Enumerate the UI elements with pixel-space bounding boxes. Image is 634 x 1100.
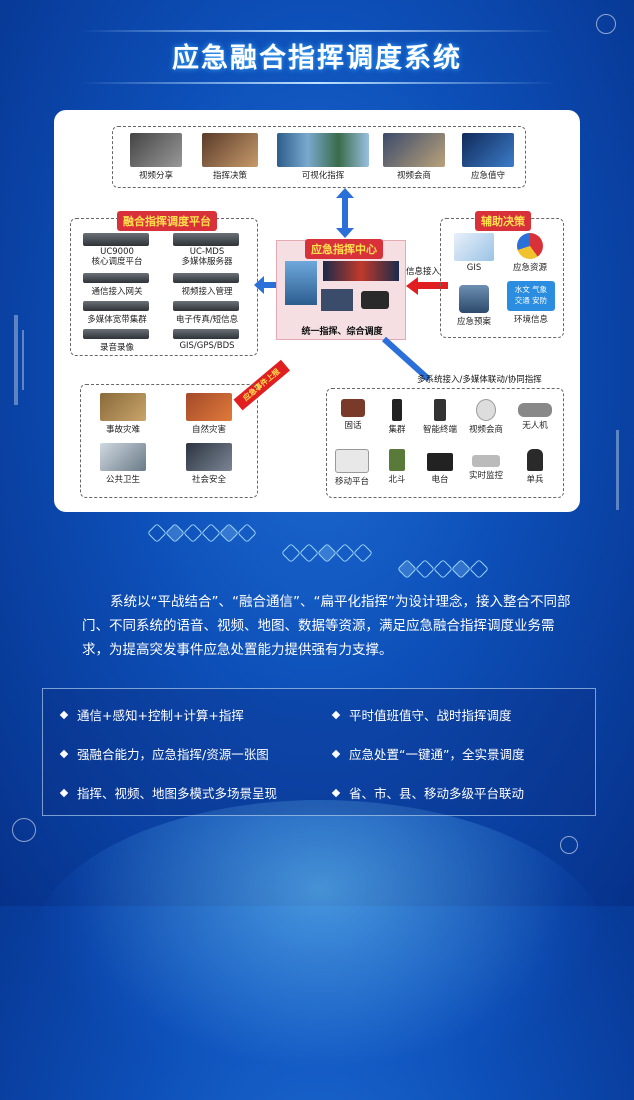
- feature-item: 强融合能力，应急指挥/资源一张图: [59, 744, 269, 763]
- drone-icon: [518, 403, 552, 417]
- top-item: 指挥决策: [199, 133, 261, 181]
- multi-system-title: 多系统接入/多媒体联动/协同指挥: [417, 375, 542, 385]
- server-icon: [83, 273, 149, 283]
- vehicle-icon: [335, 449, 369, 473]
- feature-item: 通信+感知+控制+计算+指挥: [59, 705, 244, 724]
- diamond-bullet-icon: [331, 788, 341, 797]
- features-box: 通信+感知+控制+计算+指挥 平时值班值守、战时指挥调度 强融合能力，应急指挥/…: [42, 688, 596, 816]
- network-node-icon: [12, 818, 36, 842]
- server-icon: [173, 273, 239, 283]
- gis-map-icon: [454, 233, 494, 261]
- platform-item-label: 多媒体宽带集群: [87, 315, 147, 325]
- server-icon: [173, 329, 239, 339]
- decision-item: GIS: [449, 233, 499, 273]
- platform-item-label: 视频接入管理: [181, 287, 233, 297]
- feature-item: 指挥、视频、地图多模式多场景呈现: [59, 783, 277, 802]
- desk-phone-icon: [341, 399, 365, 417]
- server-icon: [83, 329, 149, 339]
- hex-decoration: [397, 559, 489, 579]
- diamond-bullet-icon: [59, 710, 69, 719]
- weather-info-icon: 水文 气象 交通 安防: [507, 281, 555, 311]
- decision-support-group: 辅助决策 GIS 应急资源 应急预案 水文 气象 交通 安防 环境信息: [440, 211, 564, 338]
- event-item: 社会安全: [179, 443, 239, 485]
- monitor-icon: [321, 289, 353, 311]
- dot-grid-decoration: [14, 315, 18, 405]
- network-node-icon: [596, 14, 616, 34]
- radio-station-icon: [427, 453, 453, 471]
- diagram-panel: 视频分享 指挥决策 可视化指挥 视频会商 应急值守 融合指挥调度平台 UC900…: [54, 110, 580, 512]
- globe-decoration: [30, 800, 610, 1100]
- command-center-title: 应急指挥中心: [305, 239, 383, 259]
- radio-icon: [392, 399, 402, 421]
- info-in-label: 信息接入: [406, 267, 441, 277]
- diamond-bullet-icon: [59, 788, 69, 797]
- platform-item-label: 录音录像: [99, 343, 134, 353]
- decision-item: 应急预案: [449, 285, 499, 327]
- platform-item-label: GIS/GPS/BDS: [179, 341, 235, 351]
- decision-group-title: 辅助决策: [475, 211, 531, 231]
- top-item: 应急值守: [459, 133, 517, 181]
- dot-grid-decoration: [616, 430, 619, 510]
- top-item: 视频分享: [125, 133, 187, 181]
- command-room-icon: [202, 133, 258, 167]
- platform-group-title: 融合指挥调度平台: [117, 211, 217, 231]
- video-phone-icon: [130, 133, 182, 167]
- hex-decoration: [281, 543, 373, 563]
- event-item: 事故灾难: [93, 393, 153, 435]
- diamond-bullet-icon: [331, 749, 341, 758]
- meeting-room-icon: [383, 133, 445, 167]
- top-item: 视频会商: [381, 133, 447, 181]
- server-icon: [173, 233, 239, 246]
- event-item: 公共卫生: [93, 443, 153, 485]
- description-text: 系统以“平战结合”、“融合通信”、“扁平化指挥”为设计理念，接入整合不同部门、不…: [82, 594, 571, 658]
- database-icon: [459, 285, 489, 313]
- page-title: 应急融合指挥调度系统: [172, 43, 462, 74]
- accident-photo-icon: [100, 393, 146, 421]
- building-icon: [285, 261, 317, 305]
- cctv-camera-icon: [472, 455, 500, 467]
- feature-item: 应急处置“一键通”，全实景调度: [331, 744, 524, 763]
- beidou-device-icon: [389, 449, 405, 471]
- hex-decoration: [147, 523, 257, 543]
- platform-item-label: 电子传真/短信息: [175, 315, 239, 325]
- resource-pie-icon: [517, 233, 543, 259]
- event-item: 自然灾害: [179, 393, 239, 435]
- decision-item: 水文 气象 交通 安防 环境信息: [503, 281, 559, 325]
- feature-item: 平时值班值守、战时指挥调度: [331, 705, 512, 724]
- desk-phone-icon: [361, 291, 389, 309]
- platform-group: 融合指挥调度平台 UC9000 核心调度平台 UC-MDS 多媒体服务器 通信接…: [70, 211, 258, 356]
- video-wall-icon: [323, 261, 399, 281]
- top-application-group: 视频分享 指挥决策 可视化指挥 视频会商 应急值守: [112, 126, 526, 188]
- bidirectional-arrow-icon: [342, 196, 348, 230]
- video-wall-icon: [277, 133, 369, 167]
- info-arrow-icon: [418, 282, 448, 289]
- platform-item-label: UC-MDS 多媒体服务器: [181, 247, 233, 267]
- command-center-caption: 统一指挥、综合调度: [301, 327, 383, 337]
- soldier-icon: [527, 449, 543, 471]
- diamond-bullet-icon: [331, 710, 341, 719]
- conference-camera-icon: [476, 399, 496, 421]
- event-group: 事故灾难 自然灾害 公共卫生 社会安全: [80, 384, 258, 498]
- platform-item-label: 通信接入网关: [91, 287, 143, 297]
- decision-item: 应急资源: [505, 233, 555, 273]
- top-item: 可视化指挥: [275, 133, 371, 181]
- feature-item: 省、市、县、移动多级平台联动: [331, 783, 524, 802]
- command-center-box: 应急指挥中心: [276, 239, 406, 340]
- dot-grid-decoration: [22, 330, 24, 390]
- server-icon: [83, 233, 149, 246]
- server-icon: [83, 301, 149, 311]
- diamond-bullet-icon: [59, 749, 69, 758]
- multi-system-group: 多系统接入/多媒体联动/协同指挥 固话 集群 智能终端 视频会商 无人机 移动平…: [326, 375, 564, 498]
- dashboard-screen-icon: [462, 133, 514, 167]
- health-photo-icon: [100, 443, 146, 471]
- smartphone-icon: [434, 399, 446, 421]
- platform-item-label: UC9000 核心调度平台: [91, 247, 143, 267]
- security-photo-icon: [186, 443, 232, 471]
- server-icon: [173, 301, 239, 311]
- title-banner: 应急融合指挥调度系统: [80, 28, 554, 88]
- disaster-photo-icon: [186, 393, 232, 421]
- network-node-icon: [560, 836, 578, 854]
